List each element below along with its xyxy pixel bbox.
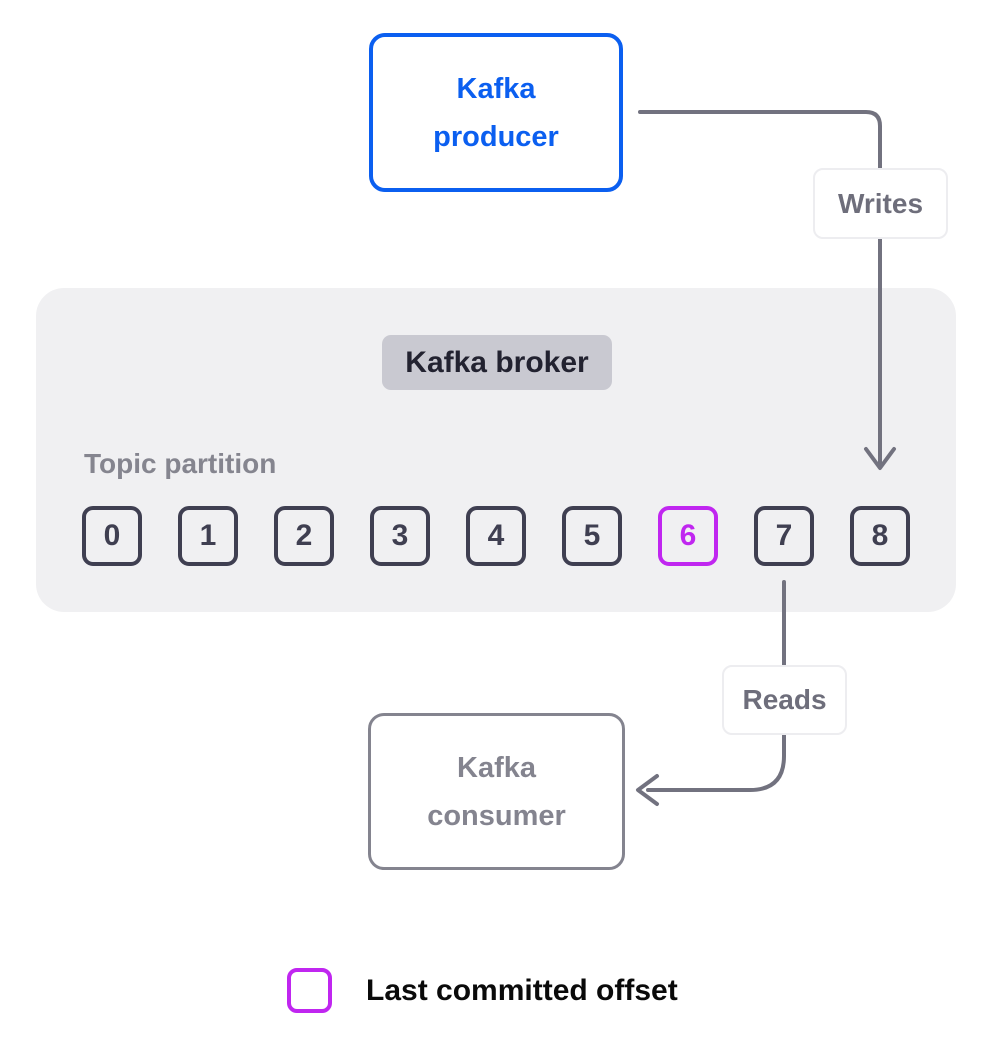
kafka-consumer-label: Kafka consumer: [427, 751, 566, 832]
kafka-broker-label: Kafka broker: [405, 345, 589, 379]
partition-box-4: 4: [466, 506, 526, 566]
legend: Last committed offset: [287, 968, 678, 1013]
partition-box-8: 8: [850, 506, 910, 566]
kafka-broker-container: Kafka broker Topic partition 0 1 2 3 4 5…: [36, 288, 956, 612]
topic-partition-label: Topic partition: [84, 448, 277, 479]
partition-box-3: 3: [370, 506, 430, 566]
reads-edge-label: Reads: [722, 665, 847, 735]
kafka-producer-node: Kafka producer: [369, 33, 623, 192]
partition-box-6-last-committed-offset: 6: [658, 506, 718, 566]
last-committed-offset-swatch-icon: [287, 968, 332, 1013]
partition-box-1: 1: [178, 506, 238, 566]
reads-arrowhead-left-icon: [636, 774, 659, 806]
writes-edge-label: Writes: [813, 168, 948, 239]
partition-box-7: 7: [754, 506, 814, 566]
partition-box-2: 2: [274, 506, 334, 566]
partition-box-5: 5: [562, 506, 622, 566]
kafka-consumer-node: Kafka consumer: [368, 713, 625, 870]
legend-label: Last committed offset: [366, 973, 678, 1007]
partition-box-0: 0: [82, 506, 142, 566]
kafka-producer-label: Kafka producer: [433, 72, 559, 153]
kafka-broker-title: Kafka broker: [382, 335, 612, 390]
